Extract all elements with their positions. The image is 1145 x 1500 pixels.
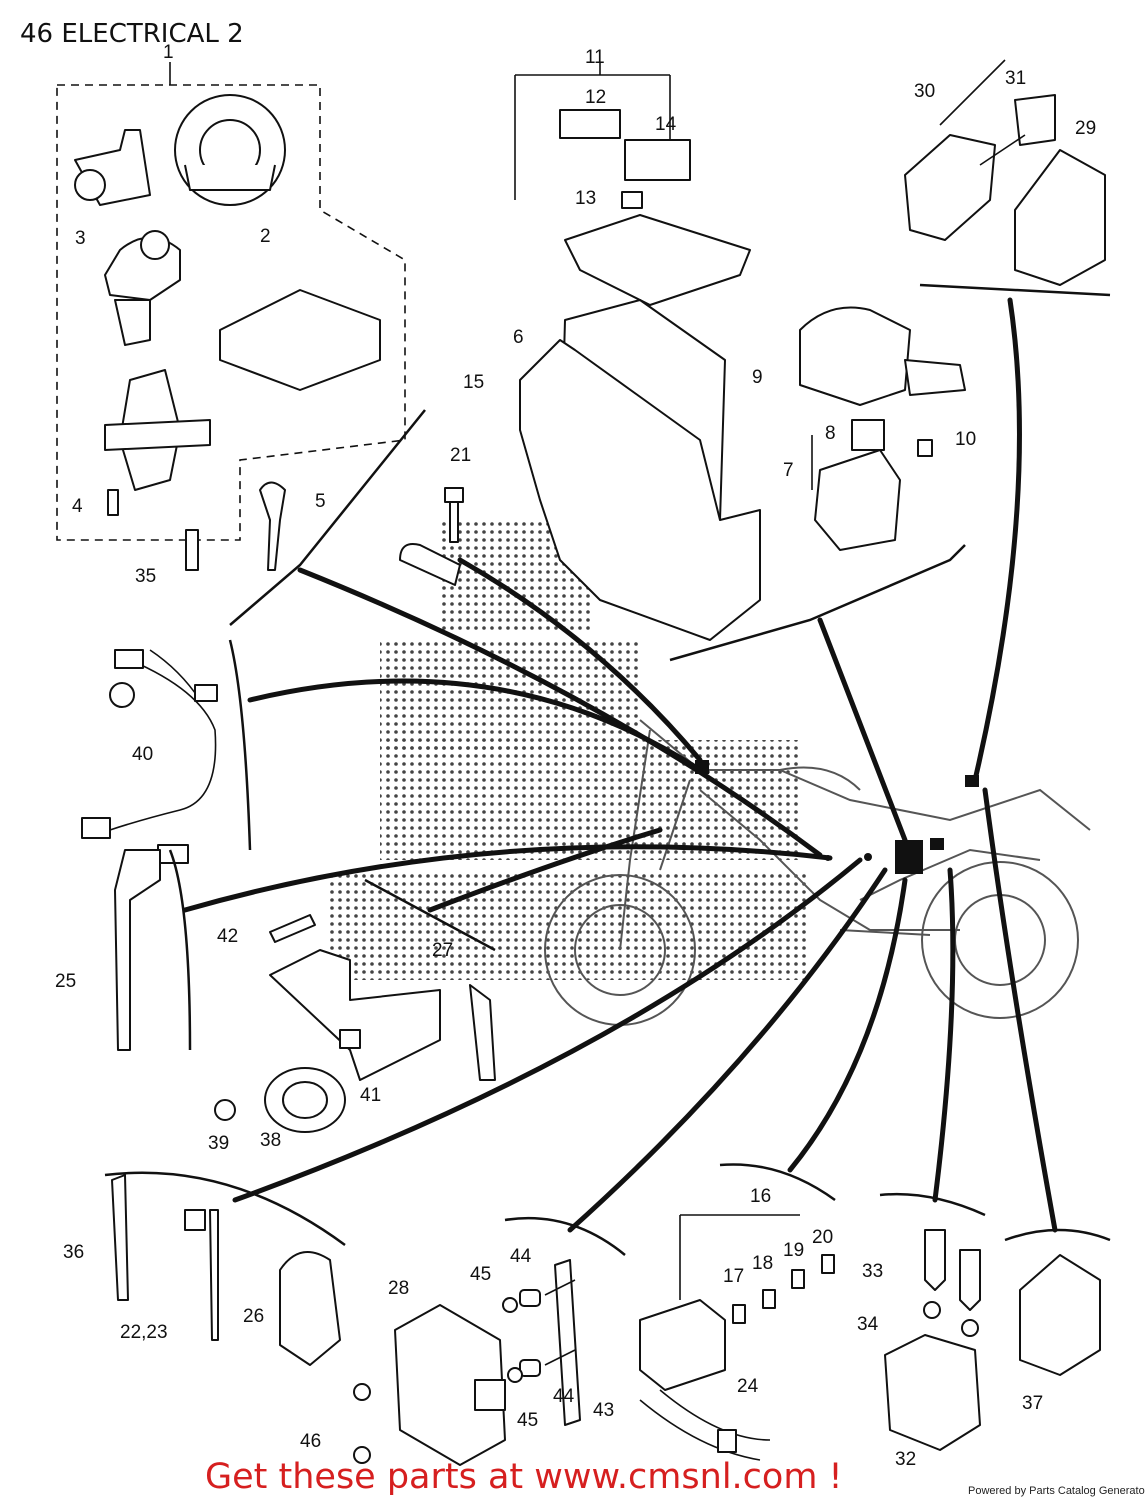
callout-36: 36 xyxy=(63,1242,84,1263)
callout-26: 26 xyxy=(243,1306,264,1327)
callout-29: 29 xyxy=(1075,118,1096,139)
callout-10: 10 xyxy=(955,429,976,450)
group-37 xyxy=(1004,1228,1111,1376)
callout-34: 34 xyxy=(857,1314,879,1335)
callout-8: 8 xyxy=(825,423,836,444)
diagram-title: 46 ELECTRICAL 2 xyxy=(20,19,244,49)
callout-19: 19 xyxy=(783,1240,804,1261)
callout-32: 32 xyxy=(895,1449,916,1470)
callout-41: 41 xyxy=(360,1085,381,1106)
callout-44b: 44 xyxy=(553,1386,575,1407)
callout-16: 16 xyxy=(750,1186,771,1207)
callout-33: 33 xyxy=(862,1261,883,1282)
callout-5: 5 xyxy=(315,491,326,512)
leader-lines xyxy=(182,297,1058,1233)
bolt-21 xyxy=(399,487,464,586)
group-ties xyxy=(104,1171,346,1366)
callout-22-23: 22,23 xyxy=(120,1322,168,1343)
callout-11: 11 xyxy=(585,47,605,68)
callout-46: 46 xyxy=(300,1431,321,1452)
callout-37: 37 xyxy=(1022,1393,1043,1414)
callout-39: 39 xyxy=(208,1133,229,1154)
callout-25: 25 xyxy=(55,971,76,992)
group-29-31 xyxy=(904,59,1111,297)
group-relay xyxy=(799,306,966,551)
callout-40: 40 xyxy=(132,744,153,765)
callout-42: 42 xyxy=(217,926,238,947)
callout-45a: 45 xyxy=(470,1264,491,1285)
callout-24: 24 xyxy=(737,1376,759,1397)
callout-44a: 44 xyxy=(510,1246,532,1267)
callout-15: 15 xyxy=(463,372,484,393)
promo-link-text: Get these parts at www.cmsnl.com ! xyxy=(205,1457,843,1497)
callout-6: 6 xyxy=(513,327,524,348)
callout-labels: 1 2 3 4 5 6 7 8 9 10 11 12 13 14 15 16 1… xyxy=(55,42,1096,1470)
callout-12: 12 xyxy=(585,87,606,108)
group-fuse-box xyxy=(639,1163,836,1461)
callout-20: 20 xyxy=(812,1227,833,1248)
callout-2: 2 xyxy=(260,226,271,247)
callout-30: 30 xyxy=(914,81,935,102)
callout-38: 38 xyxy=(260,1130,281,1151)
credit-text: Powered by Parts Catalog Generator xyxy=(968,1485,1145,1497)
callout-13: 13 xyxy=(575,188,596,209)
callout-3: 3 xyxy=(75,228,86,249)
callout-9: 9 xyxy=(752,367,763,388)
callout-45b: 45 xyxy=(517,1410,538,1431)
callout-43: 43 xyxy=(593,1400,614,1421)
callout-14: 14 xyxy=(655,114,677,135)
group-1-key-set xyxy=(56,62,406,571)
callout-7: 7 xyxy=(783,460,794,481)
group-1-bracket xyxy=(229,409,426,626)
callout-27: 27 xyxy=(432,940,453,961)
callout-17: 17 xyxy=(723,1266,744,1287)
group-40-harness xyxy=(81,639,252,864)
callout-1: 1 xyxy=(163,42,174,63)
group-32-34 xyxy=(879,1192,986,1451)
group-horn xyxy=(214,878,496,1133)
callout-28: 28 xyxy=(388,1278,409,1299)
group-battery xyxy=(514,62,966,662)
callout-31: 31 xyxy=(1005,68,1026,89)
callout-21: 21 xyxy=(450,445,471,466)
group-25-cable-holder xyxy=(114,849,192,1051)
callout-4: 4 xyxy=(72,496,83,517)
callout-35: 35 xyxy=(135,566,156,587)
group-regulator xyxy=(353,1216,626,1466)
callout-18: 18 xyxy=(752,1253,773,1274)
